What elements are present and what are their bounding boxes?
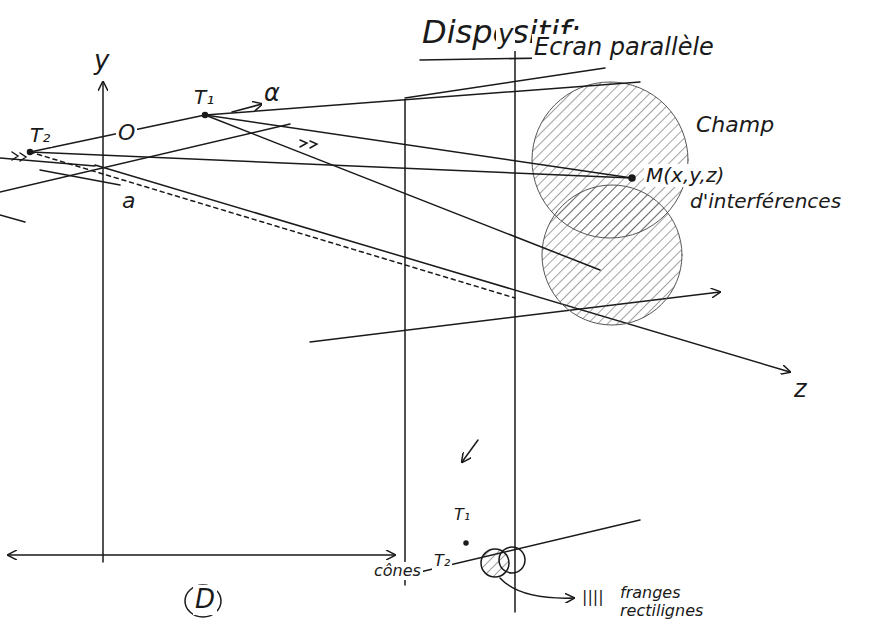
screen-label: Ecran parallèle <box>532 34 716 62</box>
note-label: franges rectilignes <box>618 584 732 621</box>
point-label: M(x,y,z) <box>644 164 726 187</box>
axis-label: z <box>792 376 809 404</box>
fringe-symbol: |||| <box>580 588 606 606</box>
angle-label: α <box>262 80 282 108</box>
axis-label: y <box>496 20 515 50</box>
field-label: Champ <box>694 112 776 137</box>
note-label: cônes <box>372 562 423 580</box>
hole-label: T₂ <box>28 124 52 147</box>
distance-label: a <box>120 188 137 213</box>
hole-label: T₁ <box>192 86 216 109</box>
distance-label: D <box>193 585 217 615</box>
field-label: d'interférences <box>688 190 843 213</box>
hole-label: T₁ <box>452 506 472 524</box>
hole-label: T₂ <box>432 552 452 570</box>
axis-label: y <box>92 46 111 76</box>
origin-label: O <box>116 120 137 145</box>
